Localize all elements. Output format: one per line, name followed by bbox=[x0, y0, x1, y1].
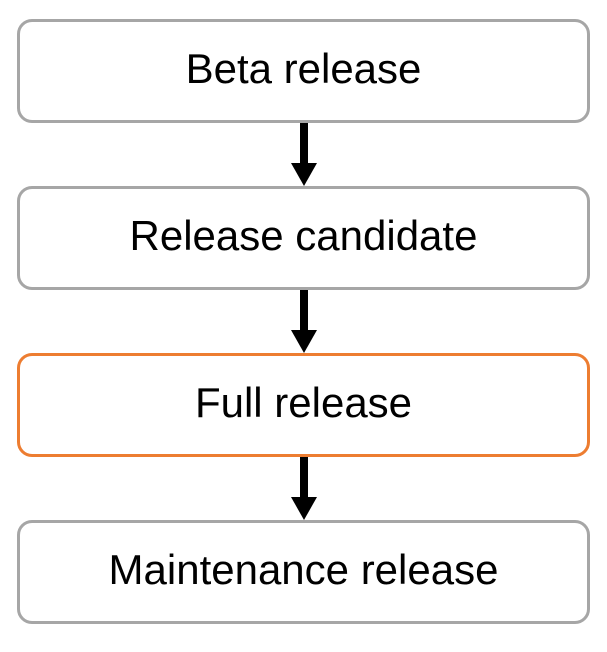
flow-node-maintenance-release: Maintenance release bbox=[17, 520, 590, 624]
flow-node-label: Maintenance release bbox=[108, 546, 499, 593]
arrow-down-icon bbox=[289, 457, 319, 520]
flow-node-release-candidate: Release candidate bbox=[17, 186, 590, 290]
flow-node-full-release: Full release bbox=[17, 353, 590, 457]
flow-node-beta-release: Beta release bbox=[17, 19, 590, 123]
arrow-down-icon bbox=[289, 123, 319, 186]
flow-node-label: Full release bbox=[194, 379, 413, 426]
flow-node-label: Beta release bbox=[185, 45, 422, 92]
arrow-down-icon bbox=[289, 290, 319, 353]
release-flowchart: Beta release Release candidate Full rele… bbox=[17, 19, 590, 624]
flow-node-label: Release candidate bbox=[129, 212, 478, 259]
